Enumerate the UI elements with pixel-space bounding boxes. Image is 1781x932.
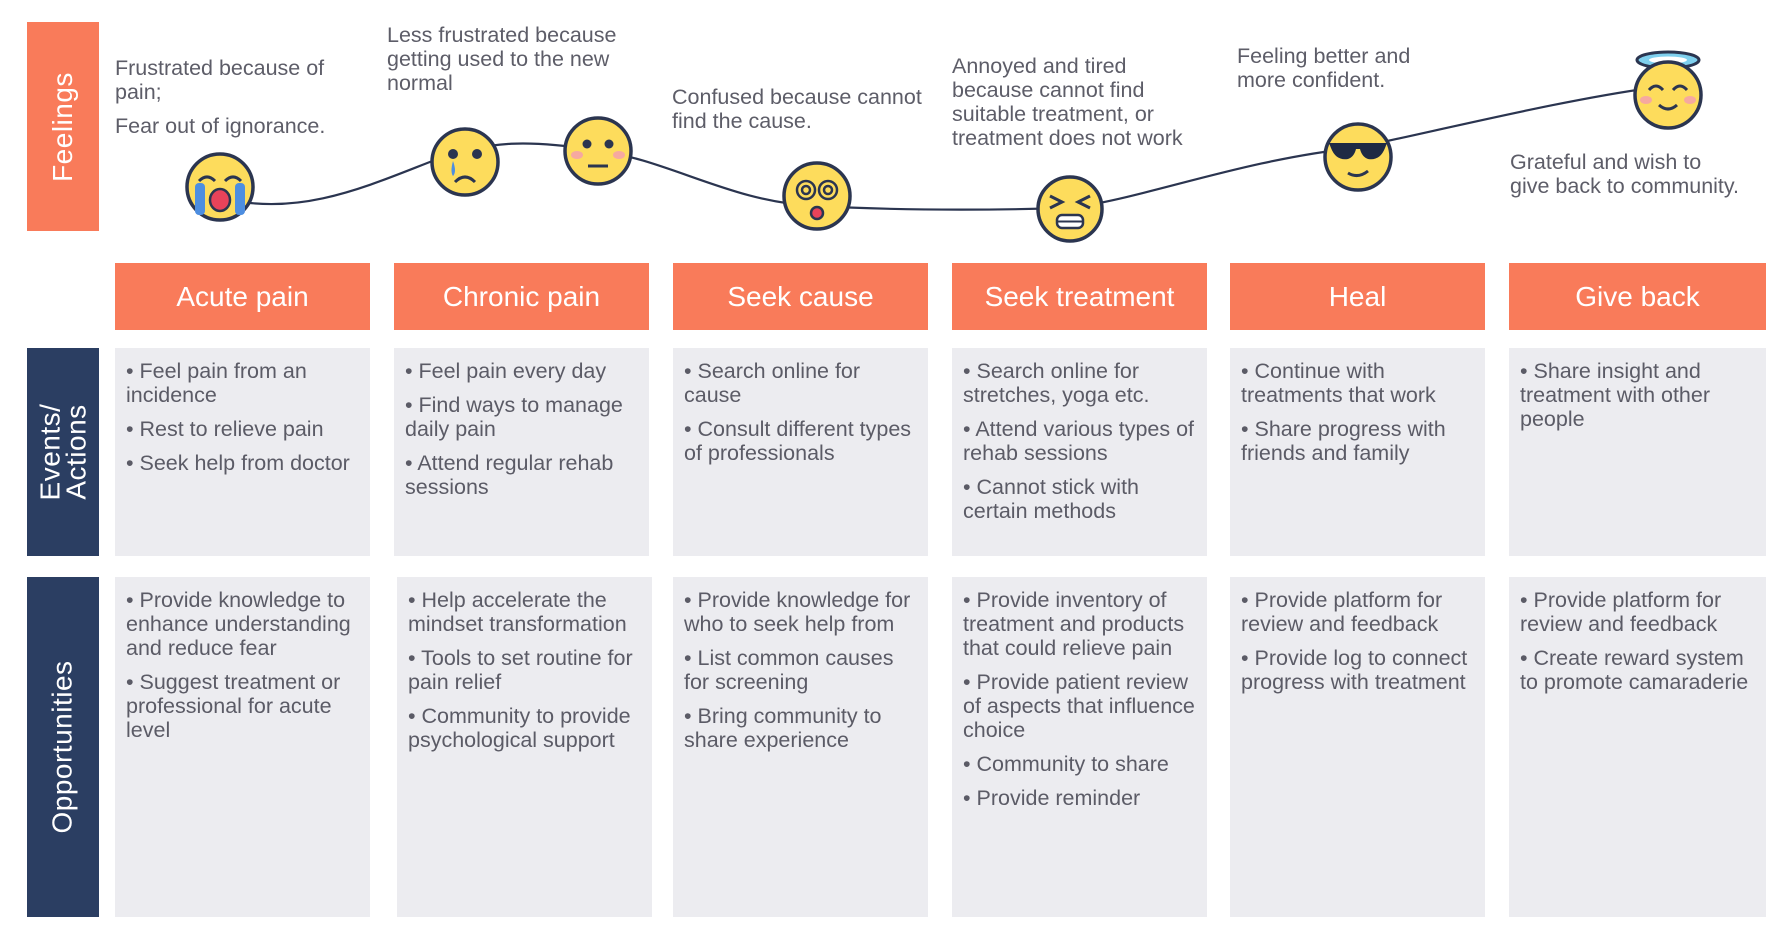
list-item: • Provide patient review of aspects that… (963, 670, 1195, 742)
dizzy-face-icon (782, 161, 852, 231)
stage-header-seek-cause: Seek cause (673, 263, 928, 330)
feeling-text-seek-cause: Confused because cannot find the cause. (672, 85, 932, 143)
events-cell-give-back: • Share insight and treatment with other… (1509, 348, 1766, 556)
list-item: • Continue with treatments that work (1241, 359, 1436, 407)
row-label-opportunities-text: Opportunities (47, 660, 79, 834)
stage-header-acute-pain: Acute pain (115, 263, 370, 330)
events-cell-seek-treatment: • Search online for stretches, yoga etc.… (952, 348, 1207, 556)
opportunities-cell-acute-pain: • Provide knowledge to enhance understan… (115, 577, 370, 917)
feeling-text-chronic-pain: Less frustrated because getting used to … (387, 23, 637, 105)
events-cell-acute-pain: • Feel pain from an incidence • Rest to … (115, 348, 370, 556)
list-item: • Search online for stretches, yoga etc. (963, 359, 1150, 407)
list-item: • Attend various types of rehab sessions (963, 417, 1195, 465)
opportunities-cell-seek-treatment: • Provide inventory of treatment and pro… (952, 577, 1207, 917)
list-item: • Rest to relieve pain (126, 417, 324, 441)
sunglasses-face-icon (1323, 122, 1393, 192)
opportunities-cell-seek-cause: • Provide knowledge for who to seek help… (673, 577, 928, 917)
halo-face-icon (1633, 50, 1703, 130)
list-item: • Search online for cause (684, 359, 861, 407)
list-item: • Provide knowledge for who to seek help… (684, 588, 911, 636)
list-item: • Find ways to manage daily pain (405, 393, 623, 441)
feeling-line: Confused because cannot find the cause. (672, 85, 922, 133)
stage-header-chronic-pain: Chronic pain (394, 263, 649, 330)
list-item: • Provide inventory of treatment and pro… (963, 588, 1185, 660)
stage-header-seek-treatment: Seek treatment (952, 263, 1207, 330)
list-item: • Seek help from doctor (126, 451, 350, 475)
feeling-line: Fear out of ignorance. (115, 114, 326, 138)
sad-face-icon (430, 127, 500, 197)
events-cell-seek-cause: • Search online for cause • Consult diff… (673, 348, 928, 556)
feeling-line: Frustrated because of pain; (115, 56, 325, 104)
list-item: • Tools to set routine for pain relief (408, 646, 633, 694)
list-item: • Share insight and treatment with other… (1520, 359, 1711, 431)
list-item: • Feel pain from an incidence (126, 359, 307, 407)
list-item: • Attend regular rehab sessions (405, 451, 614, 499)
row-label-events: Events/ Actions (27, 348, 99, 556)
feeling-line: Grateful and wish to give back to commun… (1510, 150, 1740, 198)
feeling-text-give-back: Grateful and wish to give back to commun… (1510, 150, 1745, 208)
list-item: • Provide log to connect progress with t… (1241, 646, 1468, 694)
list-item: • List common causes for screening (684, 646, 894, 694)
neutral-face-icon (563, 116, 633, 186)
feeling-line: Feeling better and more confident. (1237, 44, 1411, 92)
tired-face-icon (1036, 175, 1104, 243)
list-item: • Provide platform for review and feedba… (1241, 588, 1443, 636)
crying-face-icon (185, 152, 255, 222)
list-item: • Provide knowledge to enhance understan… (126, 588, 351, 660)
list-item: • Help accelerate the mindset transforma… (408, 588, 627, 636)
events-cell-heal: • Continue with treatments that work • S… (1230, 348, 1485, 556)
feelings-curve (185, 50, 1703, 243)
list-item: • Bring community to share experience (684, 704, 882, 752)
list-item: • Provide platform for review and feedba… (1520, 588, 1722, 636)
list-item: • Feel pain every day (405, 359, 607, 383)
row-label-events-text: Events/ Actions (34, 403, 92, 501)
list-item: • Create reward system to promote camara… (1520, 646, 1749, 694)
opportunities-cell-chronic-pain: • Help accelerate the mindset transforma… (397, 577, 652, 917)
feeling-text-acute-pain: Frustrated because of pain; Fear out of … (115, 56, 365, 148)
feeling-text-heal: Feeling better and more confident. (1237, 44, 1452, 102)
list-item: • Community to provide psychological sup… (408, 704, 631, 752)
opportunities-cell-give-back: • Provide platform for review and feedba… (1509, 577, 1766, 917)
list-item: • Suggest treatment or professional for … (126, 670, 341, 742)
list-item: • Share progress with friends and family (1241, 417, 1446, 465)
feeling-line: Annoyed and tired because cannot find su… (952, 54, 1183, 150)
row-label-opportunities: Opportunities (27, 577, 99, 917)
row-label-feelings: Feelings (27, 22, 99, 231)
stage-header-heal: Heal (1230, 263, 1485, 330)
events-cell-chronic-pain: • Feel pain every day • Find ways to man… (394, 348, 649, 556)
feeling-text-seek-treatment: Annoyed and tired because cannot find su… (952, 54, 1202, 160)
opportunities-cell-heal: • Provide platform for review and feedba… (1230, 577, 1485, 917)
stage-header-give-back: Give back (1509, 263, 1766, 330)
feeling-line: Less frustrated because getting used to … (387, 23, 617, 95)
list-item: • Consult different types of professiona… (684, 417, 912, 465)
list-item: • Provide reminder (963, 786, 1141, 810)
list-item: • Community to share (963, 752, 1169, 776)
list-item: • Cannot stick with certain methods (963, 475, 1140, 523)
